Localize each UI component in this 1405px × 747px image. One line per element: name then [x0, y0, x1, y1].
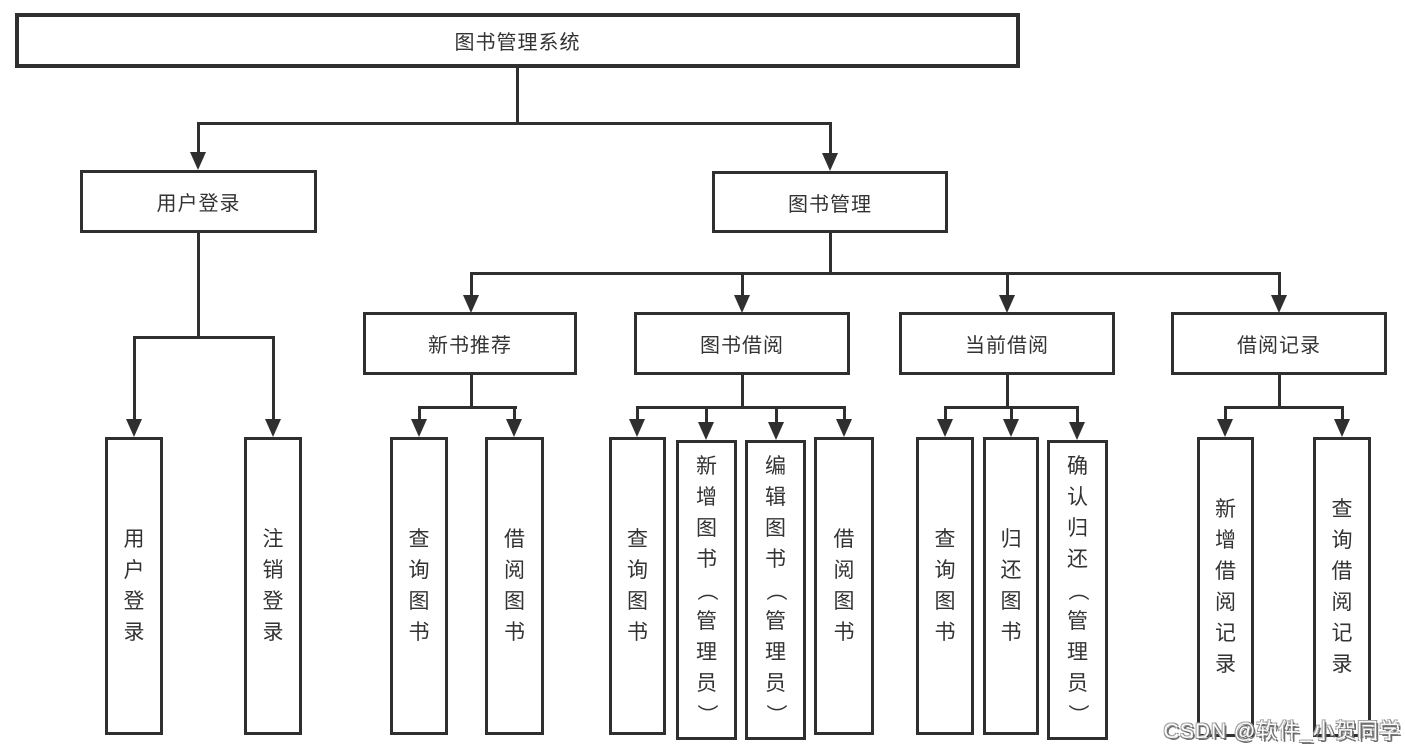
- node-label: 查询图书: [627, 528, 648, 644]
- node-library-management-system: 图书管理系统: [15, 13, 1020, 68]
- connector-line: [133, 336, 136, 419]
- arrowhead-icon: [1069, 422, 1085, 440]
- node-label: 查询借阅记录: [1331, 498, 1353, 676]
- node-query-books-recommend: 查询图书: [390, 437, 448, 735]
- connector-line: [133, 336, 275, 339]
- node-label: 当前借阅: [965, 335, 1049, 357]
- arrowhead-icon: [629, 419, 645, 437]
- arrowhead-icon: [999, 295, 1015, 313]
- connector-line: [1006, 272, 1009, 295]
- node-label: 归还图书: [1000, 528, 1022, 644]
- connector-line: [470, 272, 473, 295]
- connector-line: [197, 122, 832, 125]
- arrowhead-icon: [411, 419, 427, 437]
- connector-line: [197, 233, 200, 336]
- node-label: 借阅图书: [833, 528, 855, 644]
- node-borrow-records: 借阅记录: [1171, 312, 1387, 375]
- arrowhead-icon: [937, 419, 953, 437]
- connector-line: [1341, 406, 1344, 419]
- connector-line: [741, 272, 744, 295]
- node-user-login-leaf: 用户登录: [105, 437, 163, 735]
- node-query-books-current: 查询图书: [916, 437, 974, 735]
- connector-line: [418, 406, 517, 409]
- node-new-book-recommend: 新书推荐: [363, 312, 577, 375]
- node-label: 查询图书: [934, 528, 956, 644]
- connector-line: [829, 122, 832, 154]
- connector-line: [1076, 406, 1079, 422]
- connector-line: [1278, 272, 1281, 295]
- connector-line: [944, 406, 947, 419]
- node-label: 用户登录: [156, 193, 241, 215]
- arrowhead-icon: [463, 295, 479, 313]
- arrowhead-icon: [190, 152, 206, 170]
- connector-line: [1224, 406, 1227, 419]
- connector-line: [741, 375, 744, 406]
- connector-line: [843, 406, 846, 419]
- arrowhead-icon: [126, 419, 142, 437]
- node-logout: 注销登录: [244, 437, 302, 735]
- node-label: 借阅记录: [1237, 335, 1321, 357]
- arrowhead-icon: [265, 419, 281, 437]
- connector-line: [829, 233, 832, 272]
- node-query-borrow-record: 查询借阅记录: [1313, 437, 1371, 737]
- connector-line: [636, 406, 846, 409]
- node-current-borrowing: 当前借阅: [899, 312, 1115, 375]
- arrowhead-icon: [1003, 419, 1019, 437]
- connector-line: [272, 336, 275, 419]
- node-label: 用户登录: [123, 528, 145, 644]
- node-borrow-books-recommend: 借阅图书: [485, 437, 544, 735]
- node-add-books-admin: 新增图书（管理员）: [676, 440, 737, 740]
- arrowhead-icon: [1217, 419, 1233, 437]
- connector-line: [1224, 406, 1343, 409]
- arrowhead-icon: [768, 422, 784, 440]
- node-label: 图书管理系统: [454, 32, 581, 54]
- connector-line: [470, 272, 1281, 275]
- connector-line: [513, 406, 516, 419]
- connector-line: [516, 68, 519, 124]
- node-label: 新增借阅记录: [1215, 498, 1236, 676]
- connector-line: [636, 406, 639, 419]
- connector-line: [1278, 375, 1281, 406]
- connector-line: [705, 406, 708, 422]
- arrowhead-icon: [1271, 295, 1287, 313]
- connector-line: [470, 375, 473, 406]
- node-book-borrowing: 图书借阅: [634, 312, 850, 375]
- connector-line: [1010, 406, 1013, 419]
- node-label: 新书推荐: [428, 335, 512, 357]
- arrowhead-icon: [1334, 419, 1350, 437]
- node-label: 确认归还（管理员）: [1066, 454, 1089, 725]
- node-label: 编辑图书（管理员）: [764, 454, 787, 725]
- node-user-login: 用户登录: [80, 170, 317, 233]
- node-return-books: 归还图书: [983, 437, 1039, 735]
- node-label: 图书管理: [788, 193, 872, 216]
- arrowhead-icon: [822, 153, 838, 171]
- node-edit-books-admin: 编辑图书（管理员）: [745, 440, 806, 740]
- node-borrow-books-borrowing: 借阅图书: [814, 437, 874, 735]
- csdn-watermark: CSDN @软件_小贺同学: [1163, 720, 1401, 743]
- connector-line: [197, 122, 200, 153]
- node-query-books-borrowing: 查询图书: [609, 437, 666, 735]
- node-book-management: 图书管理: [712, 171, 948, 233]
- node-confirm-return-admin: 确认归还（管理员）: [1047, 440, 1108, 740]
- connector-line: [1006, 375, 1009, 406]
- node-label: 查询图书: [408, 528, 430, 644]
- connector-line: [418, 406, 421, 419]
- node-label: 新增图书（管理员）: [695, 454, 718, 725]
- connector-line: [775, 406, 778, 422]
- node-label: 图书借阅: [700, 335, 784, 357]
- arrowhead-icon: [698, 422, 714, 440]
- arrowhead-icon: [734, 295, 750, 313]
- arrowhead-icon: [836, 419, 852, 437]
- node-label: 借阅图书: [504, 528, 525, 644]
- node-add-borrow-record: 新增借阅记录: [1197, 437, 1254, 737]
- arrowhead-icon: [506, 419, 522, 437]
- node-label: 注销登录: [262, 528, 284, 644]
